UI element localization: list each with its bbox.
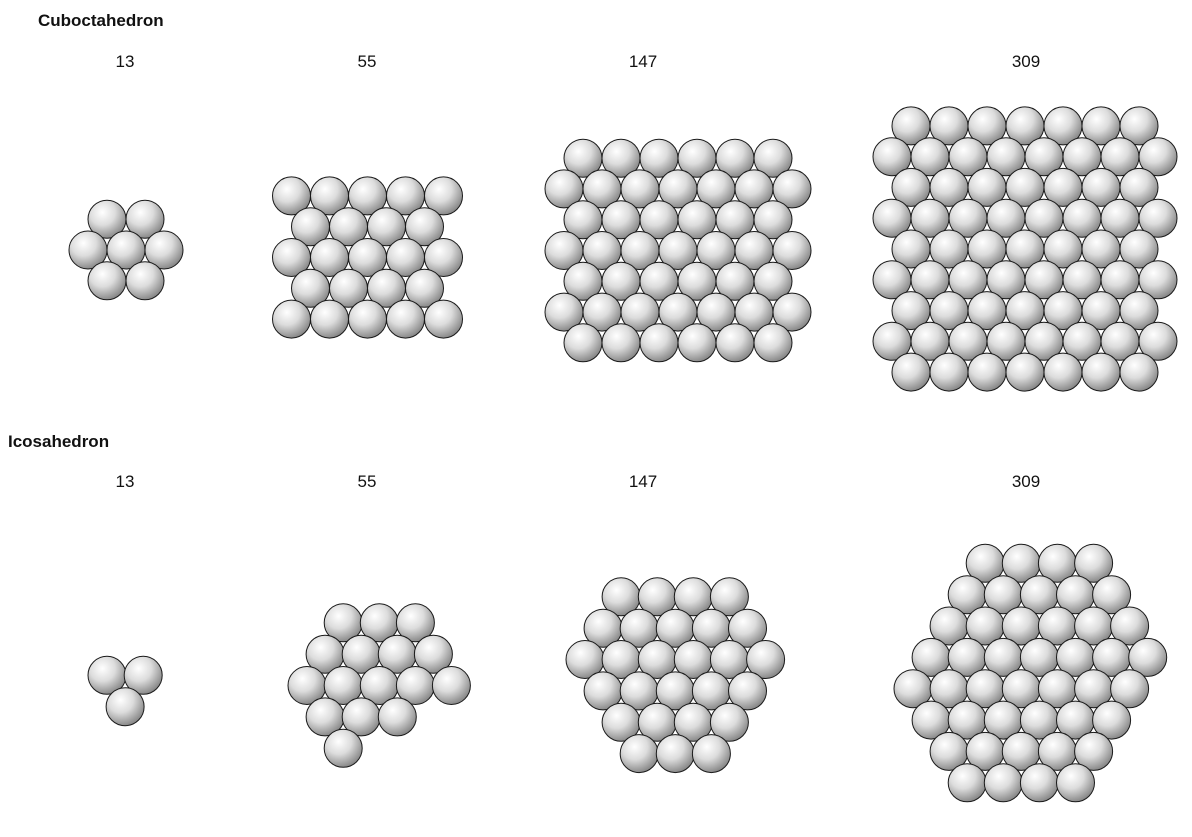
atom-sphere: [126, 262, 164, 300]
atom-sphere: [387, 300, 425, 338]
atom-sphere: [692, 735, 730, 773]
atom-sphere: [602, 324, 640, 362]
cluster-count-label: 13: [85, 472, 165, 492]
atom-sphere: [1120, 353, 1158, 391]
cluster-count-label: 309: [986, 472, 1066, 492]
atom-sphere: [948, 764, 986, 802]
atom-sphere: [1044, 353, 1082, 391]
atom-sphere: [754, 324, 792, 362]
icosahedron-147-cluster: [548, 543, 803, 805]
cuboctahedron-147-cluster: [538, 113, 818, 388]
atom-sphere: [106, 688, 144, 726]
cuboctahedron-309-cluster: [858, 88, 1192, 410]
atom-sphere: [968, 353, 1006, 391]
icosahedron-row-title: Icosahedron: [8, 432, 109, 452]
atom-sphere: [656, 735, 694, 773]
icosahedron-55-cluster: [270, 570, 475, 780]
cuboctahedron-55-cluster: [265, 155, 470, 360]
atom-sphere: [324, 729, 362, 767]
atom-sphere: [716, 324, 754, 362]
atom-sphere: [1020, 764, 1058, 802]
atom-sphere: [564, 324, 602, 362]
cuboctahedron-13-cluster: [56, 190, 196, 310]
cluster-count-label: 309: [986, 52, 1066, 72]
cluster-count-label: 147: [603, 472, 683, 492]
cluster-count-label: 55: [327, 472, 407, 492]
atom-sphere: [1006, 353, 1044, 391]
atom-sphere: [984, 764, 1022, 802]
atom-sphere: [1082, 353, 1120, 391]
icosahedron-309-cluster: [876, 502, 1188, 836]
atom-sphere: [88, 262, 126, 300]
atom-sphere: [378, 698, 416, 736]
atom-sphere: [311, 300, 349, 338]
atom-sphere: [892, 353, 930, 391]
cluster-count-label: 13: [85, 52, 165, 72]
icosahedron-13-cluster: [70, 625, 182, 737]
atom-sphere: [273, 300, 311, 338]
atom-sphere: [349, 300, 387, 338]
cluster-count-label: 147: [603, 52, 683, 72]
atom-sphere: [425, 300, 463, 338]
atom-sphere: [930, 353, 968, 391]
atom-sphere: [678, 324, 716, 362]
atom-sphere: [1057, 764, 1095, 802]
cuboctahedron-row-title: Cuboctahedron: [38, 11, 164, 31]
atom-sphere: [640, 324, 678, 362]
atom-sphere: [620, 735, 658, 773]
atom-sphere: [432, 667, 470, 705]
cluster-count-label: 55: [327, 52, 407, 72]
